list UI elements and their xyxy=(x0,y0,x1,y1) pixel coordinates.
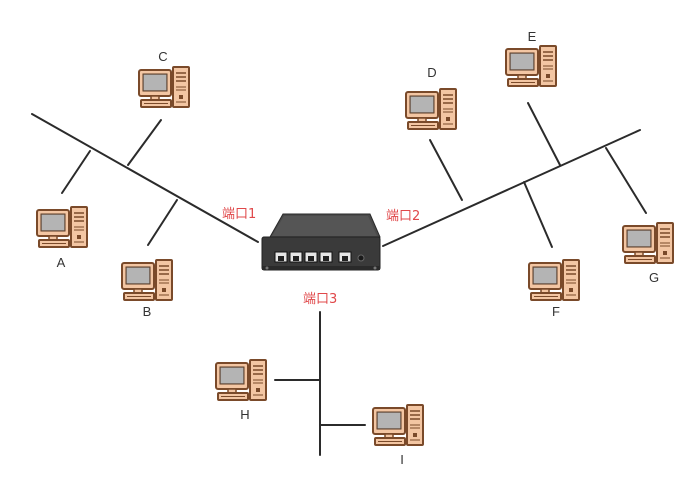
segment-port2-bus xyxy=(382,129,641,247)
desktop-computer-icon xyxy=(36,206,88,248)
computer-a: A xyxy=(36,206,88,270)
computer-c: C xyxy=(138,49,190,108)
drop-d xyxy=(429,139,463,201)
desktop-computer-icon xyxy=(215,359,267,401)
port-label-3: 端口3 xyxy=(303,292,337,307)
port-label-1: 端口1 xyxy=(222,207,256,222)
desktop-computer-icon xyxy=(121,259,173,301)
computer-label: D xyxy=(427,65,436,80)
desktop-computer-icon xyxy=(622,222,674,264)
cables xyxy=(31,102,647,456)
computer-h: H xyxy=(215,359,267,422)
computer-label: E xyxy=(528,29,537,44)
drop-f xyxy=(523,181,553,248)
drop-a xyxy=(61,150,91,194)
port-label-2: 端口2 xyxy=(386,209,420,224)
computer-label: I xyxy=(400,452,404,467)
computer-e: E xyxy=(505,29,557,87)
desktop-computer-icon xyxy=(405,88,457,130)
drop-c xyxy=(127,119,162,166)
desktop-computer-icon xyxy=(372,404,424,446)
computer-i: I xyxy=(372,404,424,467)
desktop-computer-icon xyxy=(528,259,580,301)
segment-port1-bus xyxy=(31,113,259,243)
computer-label: H xyxy=(240,407,249,422)
network-switch-icon xyxy=(261,213,381,271)
computer-d: D xyxy=(405,65,457,130)
desktop-computer-icon xyxy=(138,66,190,108)
computer-label: C xyxy=(158,49,167,64)
computer-label: G xyxy=(649,270,659,285)
computer-label: F xyxy=(552,304,560,319)
computer-b: B xyxy=(121,259,173,319)
desktop-computer-icon xyxy=(505,45,557,87)
computer-g: G xyxy=(622,222,674,285)
drop-g xyxy=(605,147,647,214)
computer-label: A xyxy=(57,255,66,270)
drop-e xyxy=(527,102,561,166)
computer-label: B xyxy=(143,304,152,319)
computer-f: F xyxy=(528,259,580,319)
drop-b xyxy=(147,199,178,246)
